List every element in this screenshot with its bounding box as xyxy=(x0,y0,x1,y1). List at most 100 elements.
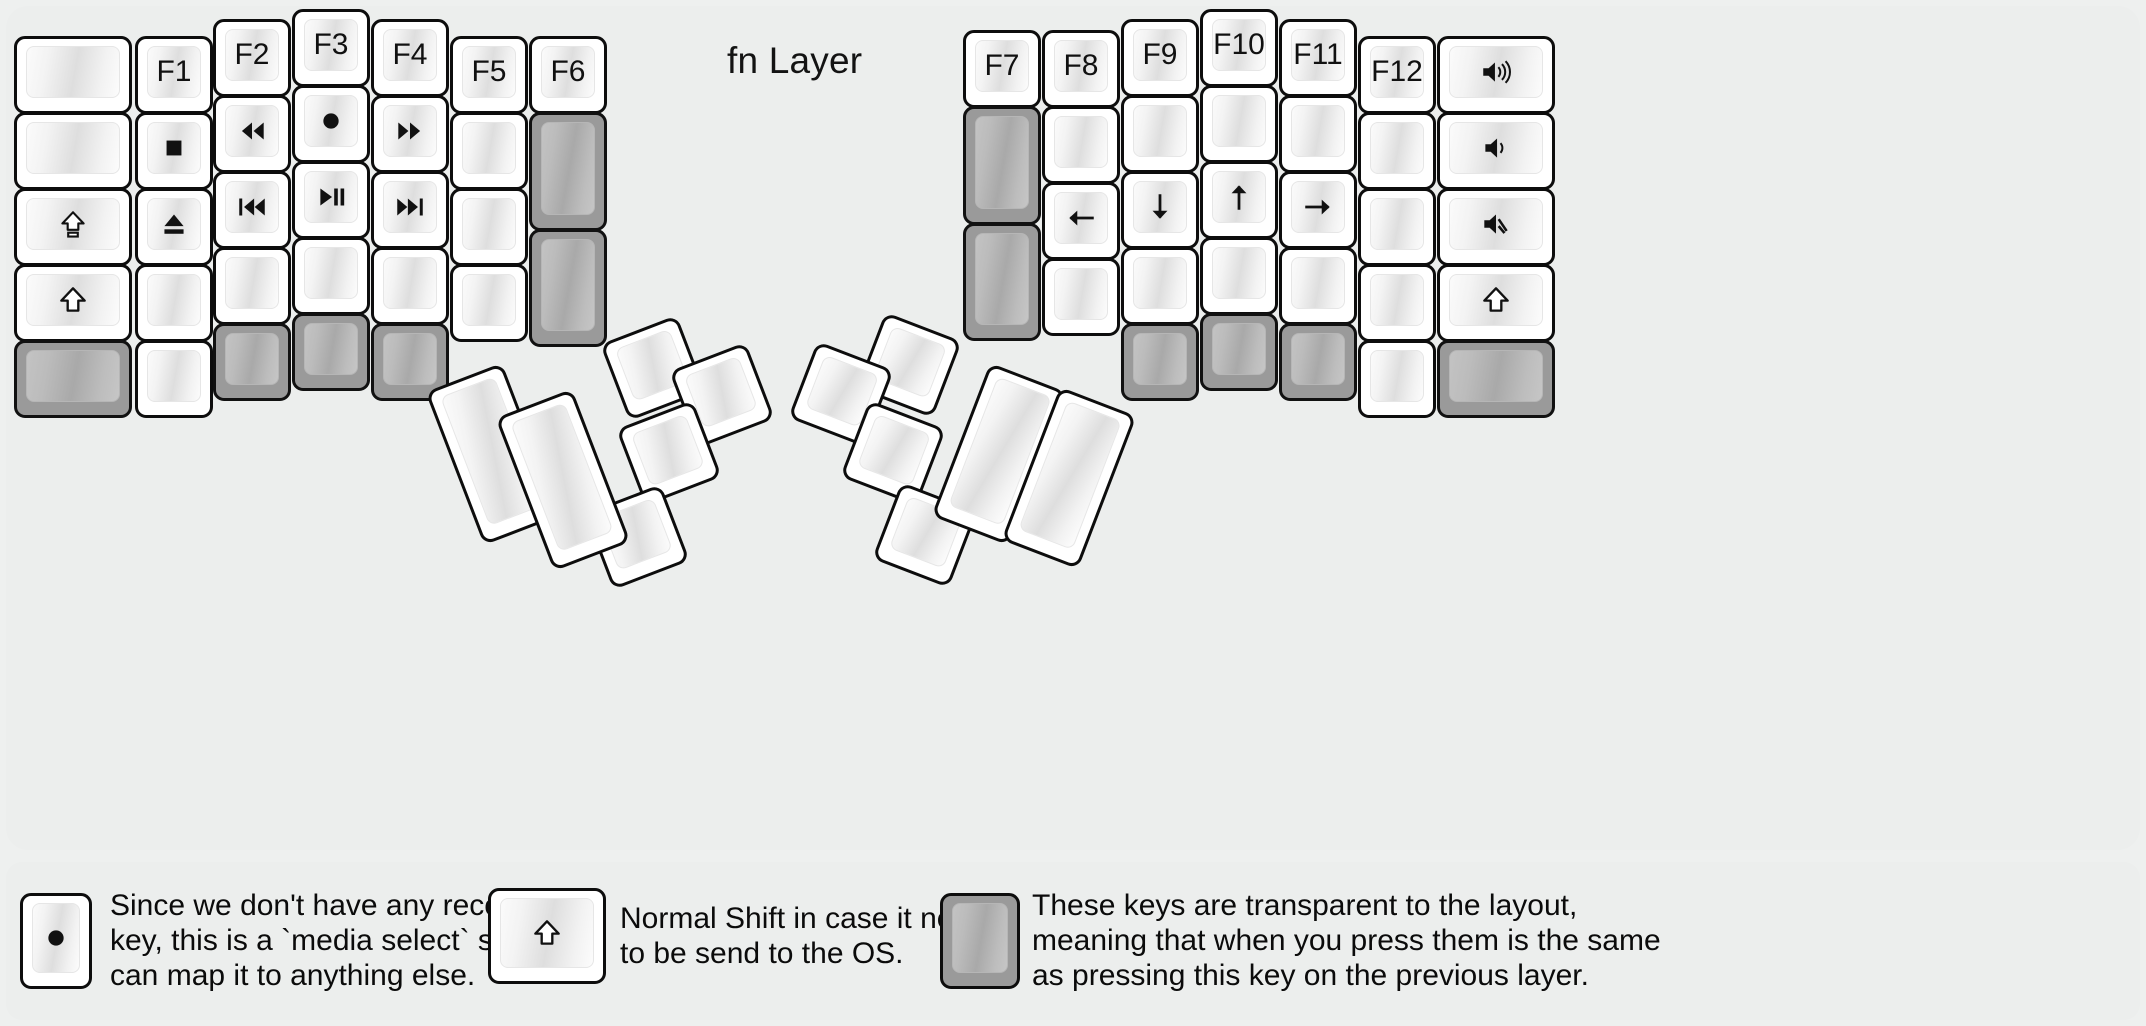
keycap-col-pinky-2[interactable] xyxy=(135,188,213,266)
keycap-icon xyxy=(1479,131,1513,165)
keycap-surface xyxy=(1449,122,1543,174)
keycap-col-outer-right-a-1[interactable] xyxy=(1358,112,1436,190)
keycap-surface xyxy=(225,105,279,157)
keycap-col-index-right-2[interactable] xyxy=(1042,182,1120,260)
keycap-col-index-3[interactable] xyxy=(371,247,449,325)
keycap-col-middle-0[interactable]: F3 xyxy=(292,9,370,87)
keycap-col-outer-right-a-0[interactable]: F12 xyxy=(1358,36,1436,114)
keycap-col-extra-1[interactable] xyxy=(529,112,607,231)
keycap-col-outer-right-a-2[interactable] xyxy=(1358,188,1436,266)
keycap-col-outer-right-b-0[interactable] xyxy=(1437,36,1555,114)
keycap-col-outer-left-4[interactable] xyxy=(14,340,132,418)
keycap-col-middle-right-1[interactable] xyxy=(1121,95,1199,173)
keycap-col-inner-right-1[interactable] xyxy=(963,106,1041,225)
keycap-surface xyxy=(462,274,516,326)
legend-bar xyxy=(6,862,2140,1020)
keycap-surface xyxy=(1449,46,1543,98)
keycap-col-ring-0[interactable]: F2 xyxy=(213,19,291,97)
keycap-icon xyxy=(1479,207,1513,241)
arrow-right-icon xyxy=(1305,199,1330,215)
keycap-surface xyxy=(1291,181,1345,233)
keycap-col-outer-right-b-4[interactable] xyxy=(1437,340,1555,418)
keycap-col-extra-2[interactable] xyxy=(529,228,607,348)
keycap-col-ring-right-4[interactable] xyxy=(1200,313,1278,391)
keycap-col-outer-left-0[interactable] xyxy=(14,36,132,114)
keycap-surface xyxy=(147,274,201,326)
keycap-icon xyxy=(157,207,191,241)
keycap-col-outer-right-a-4[interactable] xyxy=(1358,340,1436,418)
keycap-col-outer-right-b-2[interactable] xyxy=(1437,188,1555,266)
keycap-col-middle-2[interactable] xyxy=(292,161,370,239)
keycap-col-pinky-right-2[interactable] xyxy=(1279,171,1357,249)
keycap-surface xyxy=(1133,181,1187,233)
keycap-surface xyxy=(225,333,279,385)
keycap-col-index-right-0[interactable]: F8 xyxy=(1042,30,1120,108)
keycap-col-ring-3[interactable] xyxy=(213,247,291,325)
keycap-col-inner-3[interactable] xyxy=(450,264,528,342)
keycap-col-inner-right-0[interactable]: F7 xyxy=(963,30,1041,108)
keycap-col-ring-1[interactable] xyxy=(213,95,291,173)
keycap-col-outer-right-b-1[interactable] xyxy=(1437,112,1555,190)
keycap-surface xyxy=(462,122,516,174)
keycap-col-index-right-3[interactable] xyxy=(1042,258,1120,336)
keycap-col-outer-left-3[interactable] xyxy=(14,264,132,342)
keycap-icon xyxy=(1143,190,1177,224)
keycap-col-middle-right-3[interactable] xyxy=(1121,247,1199,325)
keycap-col-pinky-right-1[interactable] xyxy=(1279,95,1357,173)
keycap-surface xyxy=(1370,274,1424,326)
keycap-col-outer-right-a-3[interactable] xyxy=(1358,264,1436,342)
shift-icon xyxy=(534,920,560,945)
keycap-col-pinky-3[interactable] xyxy=(135,264,213,342)
keycap-surface: F1 xyxy=(147,46,201,98)
media-next-track-icon xyxy=(397,198,423,216)
keycap-col-outer-right-b-3[interactable] xyxy=(1437,264,1555,342)
keycap-col-middle-1[interactable] xyxy=(292,85,370,163)
media-stop-icon xyxy=(166,140,182,156)
media-record-icon xyxy=(48,929,64,946)
keycap-col-pinky-right-4[interactable] xyxy=(1279,323,1357,401)
keycap-col-inner-1[interactable] xyxy=(450,112,528,190)
keycap-col-inner-2[interactable] xyxy=(450,188,528,266)
keycap-col-index-0[interactable]: F4 xyxy=(371,19,449,97)
keycap-col-extra-0[interactable]: F6 xyxy=(529,36,607,114)
keycap-col-outer-left-1[interactable] xyxy=(14,112,132,190)
keycap-col-index-1[interactable] xyxy=(371,95,449,173)
keycap-col-pinky-4[interactable] xyxy=(135,340,213,418)
keycap-col-ring-right-1[interactable] xyxy=(1200,85,1278,163)
legend-transparent-keys-swatch xyxy=(940,892,1020,989)
keycap-col-middle-right-2[interactable] xyxy=(1121,171,1199,249)
keycap-surface: F2 xyxy=(225,29,279,81)
keycap-col-inner-right-2[interactable] xyxy=(963,222,1041,342)
keycap-col-pinky-right-3[interactable] xyxy=(1279,247,1357,325)
keycap-col-middle-4[interactable] xyxy=(292,313,370,391)
keycap-surface xyxy=(383,181,437,233)
keycap-col-pinky-0[interactable]: F1 xyxy=(135,36,213,114)
keycap-col-index-right-1[interactable] xyxy=(1042,106,1120,184)
keycap-col-pinky-right-0[interactable]: F11 xyxy=(1279,19,1357,97)
keycap-col-ring-4[interactable] xyxy=(213,323,291,401)
keycap-surface xyxy=(541,122,595,215)
keycap-surface: F6 xyxy=(541,46,595,98)
keycap-col-middle-right-0[interactable]: F9 xyxy=(1121,19,1199,97)
keycap-col-middle-right-4[interactable] xyxy=(1121,323,1199,401)
keycap-surface xyxy=(630,413,706,487)
keycap-surface xyxy=(856,413,932,487)
keycap-surface xyxy=(147,198,201,250)
volume-mute-icon xyxy=(1484,214,1508,234)
keycap-col-ring-right-2[interactable] xyxy=(1200,161,1278,239)
keycap-surface: F7 xyxy=(975,40,1029,92)
keycap-col-pinky-1[interactable] xyxy=(135,112,213,190)
shift-icon xyxy=(1483,287,1509,312)
keycap-icon xyxy=(1301,190,1335,224)
keycap-col-ring-right-3[interactable] xyxy=(1200,237,1278,315)
keycap-col-ring-right-0[interactable]: F10 xyxy=(1200,9,1278,87)
keycap-surface xyxy=(304,247,358,299)
keycap-col-ring-2[interactable] xyxy=(213,171,291,249)
keycap-col-outer-left-2[interactable] xyxy=(14,188,132,266)
keycap-surface xyxy=(1133,333,1187,385)
keycap-col-index-2[interactable] xyxy=(371,171,449,249)
keycap-surface xyxy=(147,350,201,402)
keycap-icon xyxy=(393,114,427,148)
keycap-col-inner-0[interactable]: F5 xyxy=(450,36,528,114)
keycap-col-middle-3[interactable] xyxy=(292,237,370,315)
